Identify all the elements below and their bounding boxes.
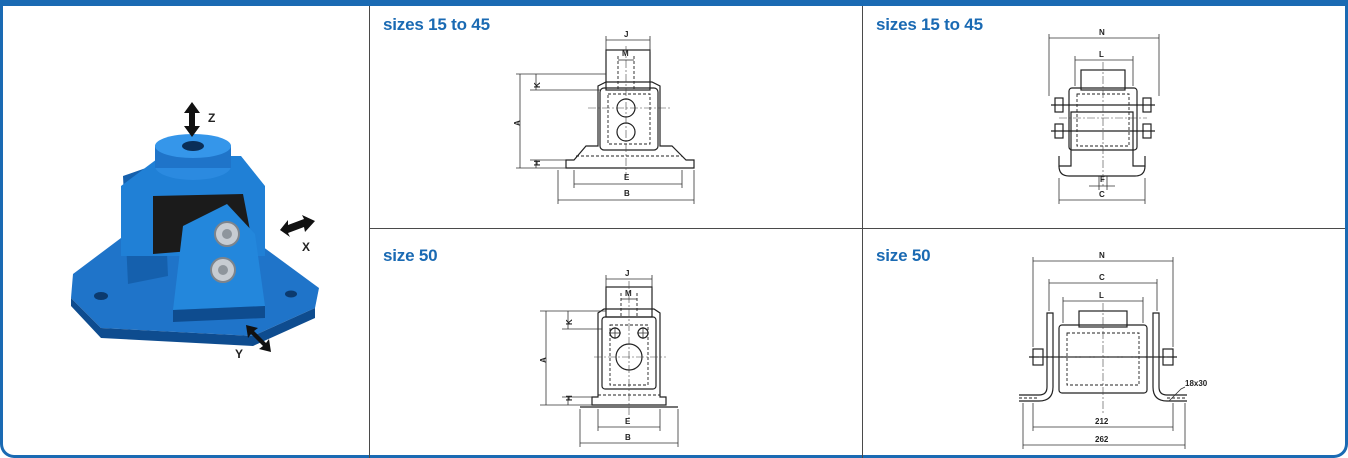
drawing-side-view-small: sizes 15 to 45 J M K A <box>370 6 863 229</box>
dim-A: A <box>513 120 522 126</box>
bolt-upper-core <box>222 229 232 239</box>
dim-B: B <box>624 189 630 198</box>
dim-E: E <box>625 417 631 426</box>
product-photo: Z X Y <box>71 102 319 361</box>
dim-262: 262 <box>1095 435 1109 444</box>
dim-N: N <box>1099 28 1105 37</box>
dim-C: C <box>1099 190 1105 199</box>
mount-base-edge <box>71 298 315 346</box>
z-axis-label: Z <box>208 111 215 125</box>
product-photo-cell: Z X Y <box>3 6 370 458</box>
dim-H: H <box>533 160 542 166</box>
dim-E: E <box>624 173 630 182</box>
panel-title: size 50 <box>876 246 931 265</box>
drawing-front-view-small: sizes 15 to 45 N L F C <box>863 6 1345 229</box>
panel-title: sizes 15 to 45 <box>876 15 983 34</box>
side-view-drawing-size-50: J M K A H E B <box>539 269 679 447</box>
dim-A: A <box>539 357 548 363</box>
front-view-drawing-size-50: N C L 18x30 212 262 <box>1019 251 1208 449</box>
dim-J: J <box>624 30 628 39</box>
y-axis-arrow-icon <box>246 325 271 352</box>
panel-title: sizes 15 to 45 <box>383 15 490 34</box>
dim-L: L <box>1099 50 1104 59</box>
dim-212: 212 <box>1095 417 1109 426</box>
front-view-drawing: N L F C <box>1048 28 1160 204</box>
dim-K: K <box>565 319 574 325</box>
z-axis-arrow-icon <box>184 102 200 137</box>
dim-M: M <box>622 49 629 58</box>
top-boss-hole <box>182 141 204 151</box>
side-view-drawing: J M K A H E B <box>513 30 695 204</box>
dim-K: K <box>533 82 542 88</box>
dim-N: N <box>1099 251 1105 260</box>
drawing-grid: Z X Y sizes 15 to 45 <box>3 6 1345 458</box>
panel-title: size 50 <box>383 246 438 265</box>
dim-B: B <box>625 433 631 442</box>
dim-C: C <box>1099 273 1105 282</box>
drawing-side-view-large: size 50 J M K A <box>370 229 863 458</box>
dim-L: L <box>1099 291 1104 300</box>
x-axis-label: X <box>302 240 310 254</box>
base-hole-left <box>94 292 108 300</box>
drawing-front-view-large: size 50 N C L 18x30 <box>863 229 1345 458</box>
front-bracket-shade <box>173 306 265 322</box>
x-axis-arrow-icon <box>280 215 315 237</box>
dim-F: F <box>1100 175 1105 184</box>
dim-slot-18x30: 18x30 <box>1185 379 1208 388</box>
base-hole-right <box>285 290 297 298</box>
bolt-lower-core <box>218 265 228 275</box>
dim-J: J <box>625 269 629 278</box>
dim-H: H <box>565 395 574 401</box>
y-axis-label: Y <box>235 347 243 361</box>
front-bracket <box>173 204 265 310</box>
dim-M: M <box>625 289 632 298</box>
